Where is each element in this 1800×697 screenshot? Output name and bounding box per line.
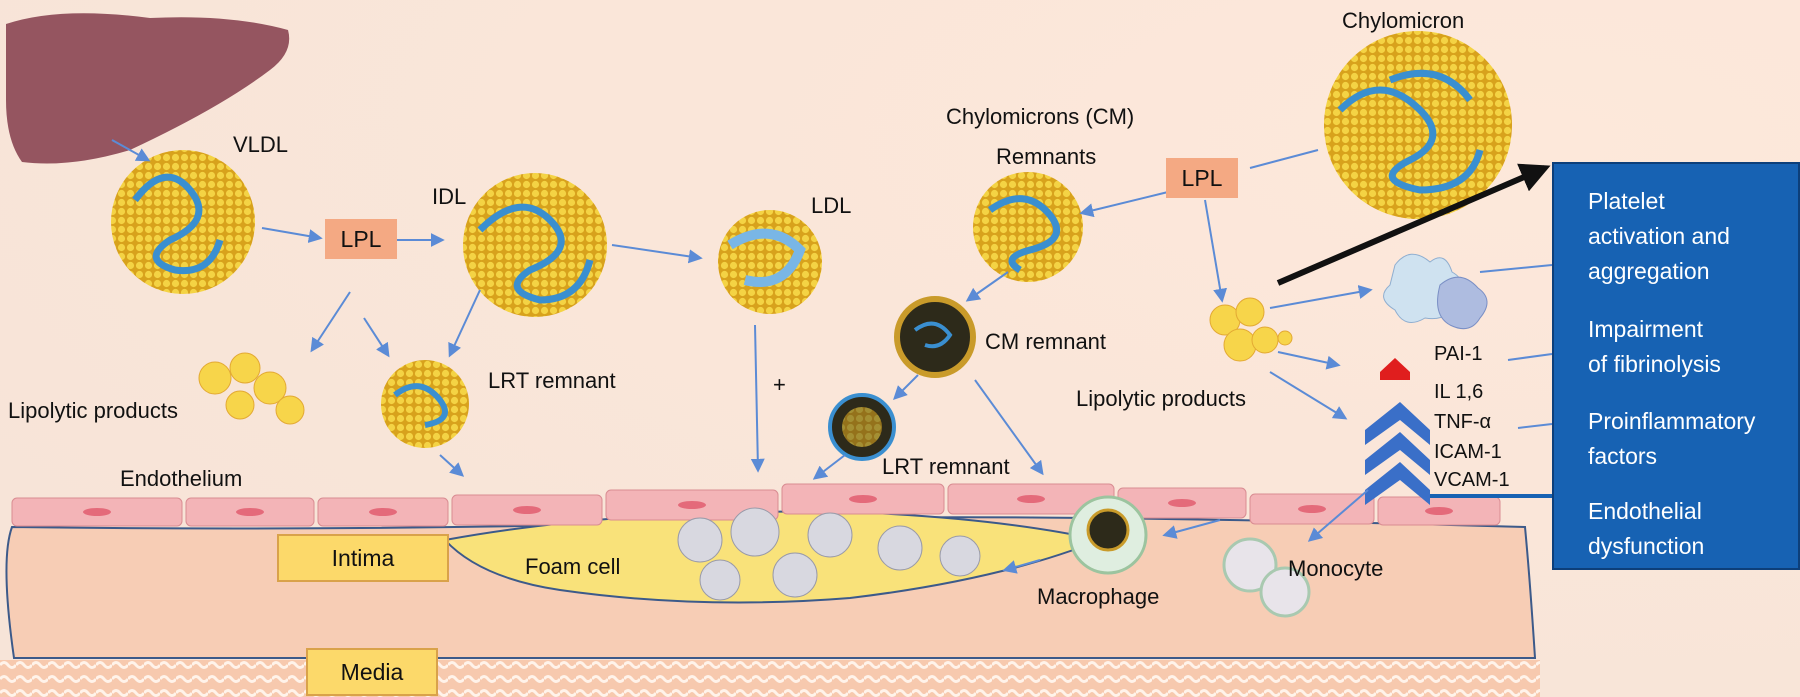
flow-arrows <box>111 139 1553 574</box>
macrophage-core <box>1086 508 1130 552</box>
connector <box>1507 353 1553 361</box>
liver-icon <box>6 13 290 164</box>
idl-particle <box>463 173 607 317</box>
arrow <box>1269 285 1373 309</box>
increase-chevrons-icon <box>1365 402 1430 505</box>
cm-remnant-label: CM remnant <box>985 329 1107 354</box>
arrow <box>1162 519 1221 539</box>
effect-proinflammatory-line2: factors <box>1588 443 1658 469</box>
lipolytic-products-right-label: Lipolytic products <box>1076 386 1246 411</box>
cell-nucleus <box>1017 495 1045 503</box>
cell-nucleus <box>849 495 877 503</box>
cell-nucleus <box>83 508 111 516</box>
cell-nucleus <box>1425 507 1453 515</box>
cm-title-line1: Chylomicrons (CM) <box>946 104 1135 129</box>
cell-nucleus <box>236 508 264 516</box>
arrow <box>261 227 323 243</box>
arrow <box>965 271 1009 302</box>
cm-remnant-particle <box>894 296 976 378</box>
macrophage-label: Macrophage <box>1037 584 1160 609</box>
connector <box>1479 264 1553 273</box>
effect-platelet-line1: Platelet <box>1588 188 1665 214</box>
effects-panel: Platelet activation and aggregation Impa… <box>1552 162 1800 570</box>
foam-cell <box>772 552 818 598</box>
cell-nucleus <box>1168 499 1196 507</box>
vldl-particle <box>111 150 255 294</box>
lrt-remnant-left-particle <box>381 360 469 448</box>
arrow <box>893 374 919 400</box>
endothelium-layer <box>11 483 1501 527</box>
arrow <box>448 289 481 358</box>
arrow <box>750 324 765 473</box>
media-layer <box>0 660 1540 697</box>
lipolytic-products-right <box>1209 297 1293 362</box>
foam-cell <box>939 535 981 577</box>
lrt-remnant-mid-particle <box>828 393 896 461</box>
effect-endothelial-line1: Endothelial <box>1588 498 1702 524</box>
pai1-indicator-icon <box>1380 358 1410 380</box>
ldl-label: LDL <box>811 193 852 218</box>
media-tag: Media <box>306 648 438 696</box>
effect-endothelial-line2: dysfunction <box>1588 533 1705 559</box>
lipolytic-products-left <box>198 352 305 425</box>
platelets-icon <box>1383 253 1488 330</box>
cell-nucleus <box>1298 505 1326 513</box>
foam-cell <box>699 559 741 601</box>
cell-nucleus <box>369 508 397 516</box>
vldl-label: VLDL <box>233 132 289 157</box>
lrt-remnant-left-label: LRT remnant <box>488 368 616 393</box>
connector <box>1517 423 1553 429</box>
foam-cell <box>807 512 853 558</box>
arrow <box>974 379 1044 476</box>
effect-proinflammatory-line1: Proinflammatory <box>1588 408 1756 434</box>
chylomicron-label: Chylomicron <box>1342 8 1465 33</box>
icam1-label: ICAM-1 <box>1434 441 1502 463</box>
effect-fibrinolysis-line1: Impairment <box>1588 316 1704 342</box>
cm-title-line2: Remnants <box>996 144 1097 169</box>
intima-tag: Intima <box>277 534 449 582</box>
endothelium-label: Endothelium <box>120 466 243 491</box>
plus-sign: + <box>773 372 786 397</box>
arrow <box>611 244 703 264</box>
arrow <box>1002 559 1041 574</box>
lpl-right-box: LPL <box>1166 158 1238 198</box>
arrow <box>439 454 465 477</box>
arrow <box>812 454 846 480</box>
effect-fibrinolysis-line2: of fibrinolysis <box>1588 351 1721 377</box>
cm-remnants-particle <box>973 172 1083 282</box>
arrow <box>1269 371 1348 420</box>
pai1-label: PAI-1 <box>1434 343 1483 365</box>
monocyte-cell <box>1259 566 1311 618</box>
cell-nucleus <box>678 501 706 509</box>
chylomicron-particle <box>1324 31 1512 219</box>
monocyte-cell <box>1222 537 1278 593</box>
foam-cell <box>877 525 923 571</box>
foam-cell-label: Foam cell <box>525 554 621 579</box>
arrow <box>1204 199 1228 303</box>
arrow <box>1307 489 1369 542</box>
lrt-remnant-mid-label: LRT remnant <box>882 454 1010 479</box>
vcam1-label: VCAM-1 <box>1434 469 1510 491</box>
effect-platelet-line2: activation and <box>1588 223 1730 249</box>
foam-cells <box>677 507 981 601</box>
connector <box>1249 149 1319 169</box>
arrow <box>363 317 390 358</box>
effect-platelet-line3: aggregation <box>1588 258 1710 284</box>
cell-nucleus <box>513 506 541 514</box>
arrow <box>1277 351 1341 370</box>
lpl-left-box: LPL <box>325 219 397 259</box>
arrow <box>310 291 351 353</box>
ldl-particle <box>718 210 822 314</box>
platelet-pathway-arrow <box>1276 163 1551 286</box>
arrow <box>1079 191 1169 218</box>
idl-label: IDL <box>432 184 467 209</box>
il16-label: IL 1,6 <box>1434 381 1484 403</box>
tnfa-label: TNF-α <box>1434 411 1492 433</box>
foam-cell <box>677 517 723 563</box>
monocyte-label: Monocyte <box>1288 556 1384 581</box>
arrow <box>111 139 151 162</box>
lipolytic-products-left-label: Lipolytic products <box>8 398 178 423</box>
foam-cell <box>730 507 780 557</box>
